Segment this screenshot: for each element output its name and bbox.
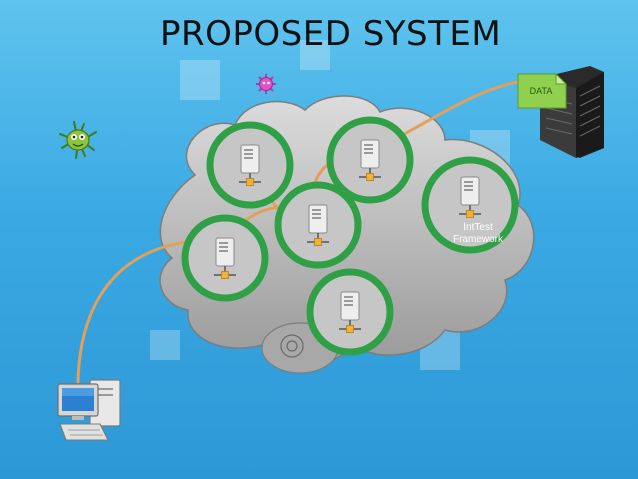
node-left: [181, 214, 269, 302]
node-bottom: [306, 268, 394, 356]
node-top-left: [206, 121, 294, 209]
slide-title: PROPOSED SYSTEM: [160, 14, 502, 54]
data-label: DATA: [529, 86, 553, 96]
link-computer-to-node: [76, 238, 217, 384]
node-center: [274, 181, 362, 269]
desktop-computer-icon: [57, 379, 121, 441]
virus-icon: [256, 74, 276, 94]
bug-icon: [59, 121, 97, 159]
node-top-middle: [326, 116, 414, 204]
node-framework: [421, 156, 519, 254]
background-texture: [150, 40, 510, 370]
data-document-icon: [517, 72, 568, 109]
framework-label: IntTest Framework: [452, 222, 503, 245]
